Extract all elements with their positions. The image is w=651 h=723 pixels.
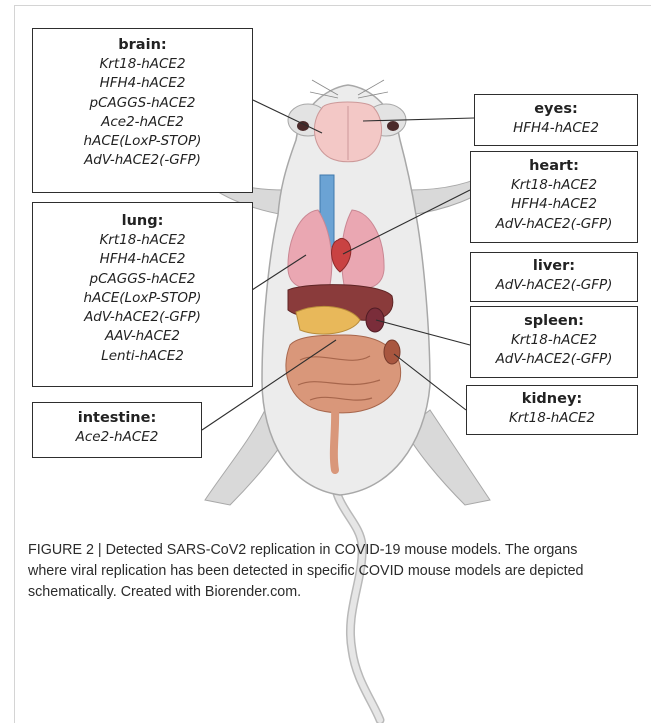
kidney-organ [384,340,400,364]
heart-model: AdV-hACE2(-GFP) [471,215,637,234]
spleen-title: spleen: [471,311,637,331]
lung-model: hACE(LoxP-STOP) [33,289,252,308]
spleen-label-box: spleen: Krt18-hACE2 AdV-hACE2(-GFP) [470,306,638,378]
lung-title: lung: [33,211,252,231]
brain-label-box: brain: Krt18-hACE2 HFH4-hACE2 pCAGGS-hAC… [32,28,253,193]
eyes-model: HFH4-hACE2 [475,119,637,138]
brain-model: Krt18-hACE2 [33,55,252,74]
liver-model: AdV-hACE2(-GFP) [471,276,637,295]
heart-label-box: heart: Krt18-hACE2 HFH4-hACE2 AdV-hACE2(… [470,151,638,243]
liver-label-box: liver: AdV-hACE2(-GFP) [470,252,638,302]
lung-model: AAV-hACE2 [33,327,252,346]
heart-model: HFH4-hACE2 [471,195,637,214]
figure-caption: FIGURE 2 | Detected SARS-CoV2 replicatio… [28,540,618,603]
lung-model: AdV-hACE2(-GFP) [33,308,252,327]
intestine-title: intestine: [33,408,201,428]
intestine-model: Ace2-hACE2 [33,428,201,447]
heart-model: Krt18-hACE2 [471,176,637,195]
lung-label-box: lung: Krt18-hACE2 HFH4-hACE2 pCAGGS-hACE… [32,202,253,387]
brain-model: HFH4-hACE2 [33,74,252,93]
mouse-right-eye [387,121,399,131]
spleen-model: Krt18-hACE2 [471,331,637,350]
eyes-label-box: eyes: HFH4-hACE2 [474,94,638,146]
eyes-title: eyes: [475,99,637,119]
brain-model: Ace2-hACE2 [33,113,252,132]
spleen-model: AdV-hACE2(-GFP) [471,350,637,369]
kidney-label-box: kidney: Krt18-hACE2 [466,385,638,435]
kidney-title: kidney: [467,389,637,409]
lung-model: Lenti-hACE2 [33,347,252,366]
intestine-label-box: intestine: Ace2-hACE2 [32,402,202,458]
lung-model: Krt18-hACE2 [33,231,252,250]
heart-title: heart: [471,156,637,176]
spleen-organ [366,308,384,332]
brain-title: brain: [33,35,252,55]
liver-title: liver: [471,256,637,276]
brain-model: hACE(LoxP-STOP) [33,132,252,151]
intestine-organ [286,335,401,413]
brain-model: AdV-hACE2(-GFP) [33,151,252,170]
kidney-model: Krt18-hACE2 [467,409,637,428]
brain-model: pCAGGS-hACE2 [33,94,252,113]
lung-model: HFH4-hACE2 [33,250,252,269]
lung-model: pCAGGS-hACE2 [33,270,252,289]
